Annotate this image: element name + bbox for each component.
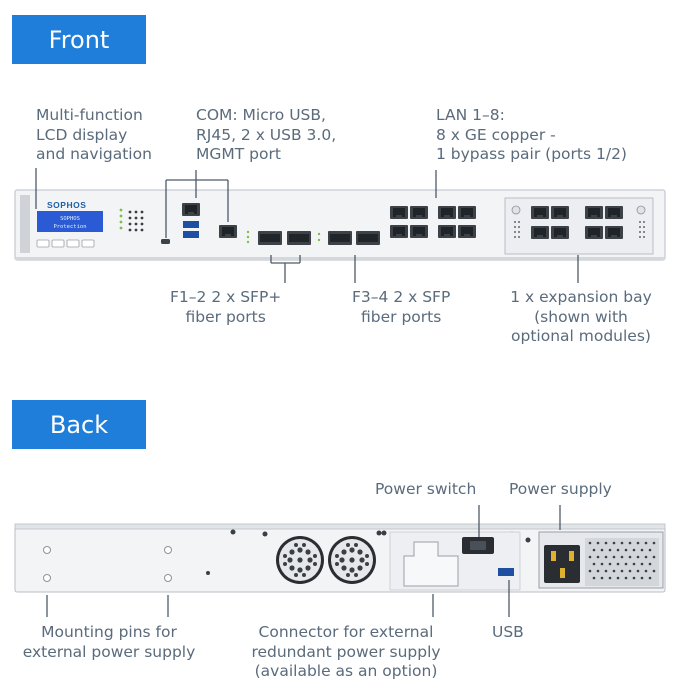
sophos-logo: SOPHOS <box>47 200 86 210</box>
mgmt-port <box>219 225 237 238</box>
redundant-power-connector-label: Connector for external redundant power s… <box>251 623 441 680</box>
power-supply-label: Power supply <box>509 480 612 498</box>
svg-text:Protection: Protection <box>53 224 86 230</box>
lcd-display: SOPHOS Protection <box>37 211 103 232</box>
power-supply <box>538 531 664 589</box>
lcd-navigation-buttons[interactable] <box>36 239 95 248</box>
lan-ports-label: LAN 1–8: 8 x GE copper - 1 bypass pair (… <box>436 106 627 163</box>
expansion-bay-label: 1 x expansion bay (shown with optional m… <box>510 288 652 345</box>
micro-usb-port <box>161 239 170 244</box>
power-supply-mesh <box>588 541 656 580</box>
rj45-com-port <box>182 203 200 216</box>
usb3-ports <box>183 221 199 238</box>
com-ports-label: COM: Micro USB, RJ45, 2 x USB 3.0, MGMT … <box>196 106 337 163</box>
model-badge <box>20 195 30 253</box>
lcd-display-label: Multi-function LCD display and navigatio… <box>36 106 152 163</box>
back-leader-lines <box>46 505 561 617</box>
mounting-pins-label: Mounting pins for external power supply <box>22 623 196 661</box>
expansion-bay <box>504 197 654 255</box>
sfp-ports-label: F3–4 2 x SFP fiber ports <box>352 288 451 326</box>
status-leds <box>119 208 123 230</box>
power-switch[interactable] <box>462 537 494 554</box>
back-section-label: Back <box>12 400 146 449</box>
mounting-pins <box>43 546 172 582</box>
usb-label: USB <box>492 623 524 641</box>
chassis-screws <box>206 529 531 575</box>
front-section-label: Front <box>12 15 146 64</box>
front-leader-lines <box>35 168 579 283</box>
back-usb-port <box>498 568 514 576</box>
front-chassis <box>14 189 666 261</box>
redundant-power-connector <box>389 531 521 591</box>
svg-text:SOPHOS: SOPHOS <box>60 216 80 222</box>
sfp-plus-ports-label: F1–2 2 x SFP+ fiber ports <box>170 288 282 326</box>
sfp-leds <box>246 230 321 244</box>
led-grid <box>128 210 144 232</box>
power-switch-label: Power switch <box>375 480 477 498</box>
